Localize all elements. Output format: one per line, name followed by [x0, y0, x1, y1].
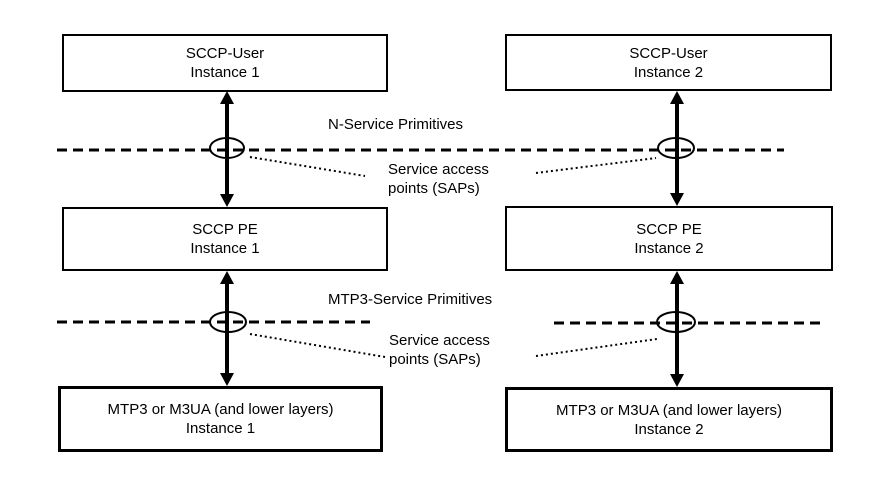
label-sap-top: Service access points (SAPs) — [388, 160, 489, 198]
sap-ellipse-bottom-right — [656, 311, 696, 333]
box-label-line1: SCCP-User — [629, 44, 708, 62]
box-label-line1: SCCP-User — [185, 45, 265, 62]
sap-ellipse-bottom-left — [209, 311, 247, 333]
arrow-sccp-user-to-sccp-pe-instance-2 — [670, 91, 684, 206]
box-label-line1: MTP3 or M3UA (and lower layers) — [107, 401, 334, 418]
sap-leader-bottom-right — [535, 338, 658, 357]
box-label-line2: Instance 2 — [634, 239, 704, 257]
box-sccp-pe-instance-2: SCCP PE Instance 2 — [505, 206, 833, 271]
box-mtp3-instance-1: MTP3 or M3UA (and lower layers) Instance… — [58, 386, 383, 452]
label-mtp3-service-primitives: MTP3-Service Primitives — [328, 291, 493, 308]
box-label-line1: SCCP PE — [192, 221, 258, 238]
box-sccp-user-instance-1: SCCP-User Instance 1 — [62, 34, 388, 92]
arrow-sccp-pe-to-mtp3-instance-2 — [670, 271, 684, 387]
box-label-line2: Instance 2 — [634, 420, 704, 438]
box-sccp-pe-instance-1: SCCP PE Instance 1 — [62, 207, 388, 271]
box-label-line2: Instance 2 — [633, 63, 704, 81]
box-label-line2: Instance 1 — [185, 420, 256, 437]
box-label-line1: SCCP PE — [636, 220, 702, 238]
box-mtp3-instance-2: MTP3 or M3UA (and lower layers) Instance… — [505, 387, 833, 452]
sap-ellipse-top-left — [209, 137, 245, 159]
label-n-service-primitives: N-Service Primitives — [328, 116, 464, 133]
label-sap-top-line1: Service access — [388, 161, 489, 178]
sap-ellipse-top-right — [657, 137, 695, 159]
label-sap-bottom-line2: points (SAPs) — [389, 351, 481, 368]
box-sccp-user-instance-2: SCCP-User Instance 2 — [505, 34, 832, 91]
label-sap-bottom: Service access points (SAPs) — [389, 331, 490, 369]
box-label-line1: MTP3 or M3UA (and lower layers) — [556, 401, 782, 419]
box-label-line2: Instance 1 — [190, 64, 260, 81]
sap-leader-top-left — [249, 156, 366, 177]
label-sap-bottom-line1: Service access — [389, 332, 490, 349]
arrow-sccp-pe-to-mtp3-instance-1 — [220, 271, 234, 386]
sap-leader-top-right — [535, 157, 657, 174]
box-label-line2: Instance 1 — [190, 240, 260, 257]
sap-leader-bottom-left — [249, 333, 386, 358]
label-sap-top-line2: points (SAPs) — [388, 180, 480, 197]
arrow-sccp-user-to-sccp-pe-instance-1 — [220, 91, 234, 207]
